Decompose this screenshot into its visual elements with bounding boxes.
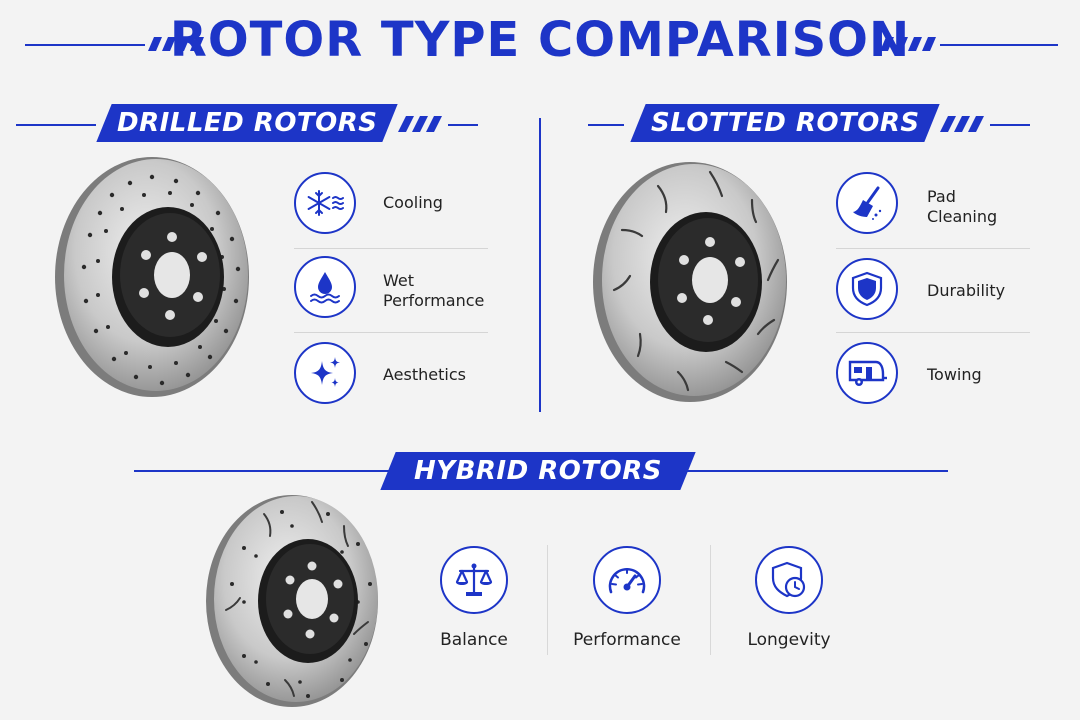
title-right-stripes	[880, 37, 936, 51]
hybrid-heading-banner: HYBRID ROTORS	[380, 452, 696, 490]
slotted-heading-banner: SLOTTED ROTORS	[630, 104, 940, 142]
shield-clock-icon	[771, 561, 806, 598]
hybrid-feature-longevity	[755, 546, 823, 614]
camper-trailer-icon	[848, 360, 887, 386]
slotted-separator	[836, 332, 1030, 333]
hybrid-separator	[710, 545, 711, 655]
page-title: ROTOR TYPE COMPARISON	[169, 12, 911, 68]
drilled-feature-label: Aesthetics	[383, 365, 466, 384]
scales-icon	[455, 563, 493, 596]
water-drop-icon	[310, 272, 340, 304]
hybrid-feature-performance	[593, 546, 661, 614]
hybrid-feature-balance	[440, 546, 508, 614]
slotted-feature-label: Durability	[927, 281, 1006, 300]
drilled-feature-wet-performance	[294, 256, 356, 318]
slotted-feature-label: Towing	[927, 365, 982, 384]
drilled-feature-label: Wet Performance	[383, 271, 485, 310]
hybrid-heading-line-left	[134, 470, 394, 472]
shield-icon	[851, 271, 883, 307]
hybrid-heading: HYBRID ROTORS	[414, 456, 662, 486]
slotted-rotor-image	[593, 162, 787, 402]
drilled-feature-aesthetics	[294, 342, 356, 404]
slotted-heading-stripes	[940, 116, 984, 132]
drilled-separator	[294, 332, 488, 333]
drilled-feature-cooling	[294, 172, 356, 234]
slotted-feature-label: Pad Cleaning	[927, 187, 998, 226]
hybrid-feature-label: Balance	[440, 630, 508, 650]
hybrid-separator	[547, 545, 548, 655]
drilled-heading-line-left	[16, 124, 96, 126]
drilled-heading-banner: DRILLED ROTORS	[96, 104, 398, 142]
hybrid-feature-label: Performance	[573, 630, 681, 650]
slotted-heading-line-right	[990, 124, 1030, 126]
drilled-rotor-image	[55, 157, 249, 397]
slotted-feature-pad-cleaning	[836, 172, 898, 234]
drilled-heading-stripes	[398, 116, 442, 132]
drilled-feature-label: Cooling	[383, 193, 443, 212]
drilled-heading-line-right	[448, 124, 478, 126]
slotted-feature-towing	[836, 342, 898, 404]
slotted-feature-durability	[836, 258, 898, 320]
title-right-line	[940, 44, 1058, 46]
broom-icon	[853, 186, 882, 220]
speedometer-icon	[608, 568, 646, 594]
section-divider	[539, 118, 541, 412]
sparkle-icon	[311, 357, 340, 387]
drilled-heading: DRILLED ROTORS	[116, 108, 378, 138]
slotted-heading: SLOTTED ROTORS	[650, 108, 920, 138]
hybrid-rotor-image	[206, 495, 378, 707]
snowflake-icon	[307, 190, 344, 216]
title-left-line	[25, 44, 145, 46]
slotted-separator	[836, 248, 1030, 249]
hybrid-feature-label: Longevity	[747, 630, 831, 650]
slotted-heading-line-left	[588, 124, 624, 126]
drilled-separator	[294, 248, 488, 249]
title-left-stripes	[148, 37, 204, 51]
hybrid-heading-line-right	[684, 470, 948, 472]
